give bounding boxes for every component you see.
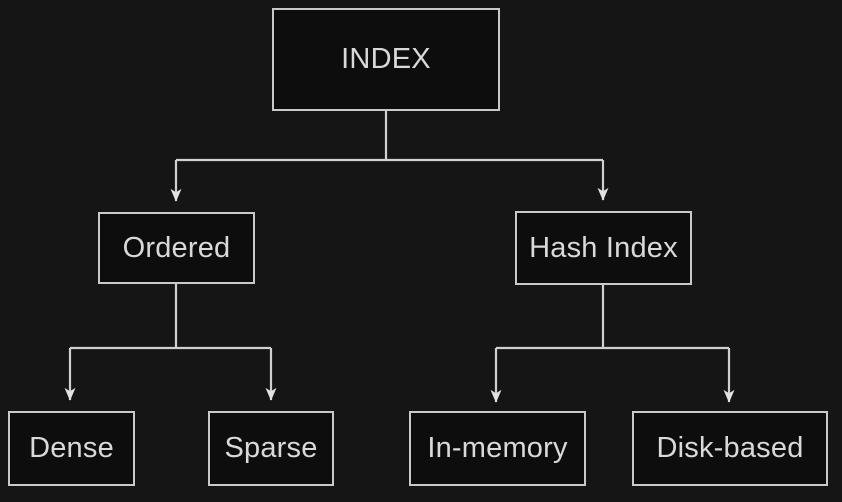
node-sparse-label: Sparse bbox=[224, 432, 318, 464]
node-dense[interactable]: Dense bbox=[8, 411, 135, 486]
node-hash-index-label: Hash Index bbox=[529, 231, 678, 264]
node-in-memory-label: In-memory bbox=[427, 432, 568, 464]
node-index[interactable]: INDEX bbox=[272, 8, 500, 111]
node-disk-based[interactable]: Disk-based bbox=[632, 411, 828, 486]
node-hash-index[interactable]: Hash Index bbox=[515, 211, 692, 285]
node-ordered-label: Ordered bbox=[122, 231, 231, 264]
node-dense-label: Dense bbox=[29, 432, 114, 464]
node-sparse[interactable]: Sparse bbox=[208, 411, 334, 486]
node-disk-based-label: Disk-based bbox=[656, 432, 804, 464]
node-in-memory[interactable]: In-memory bbox=[409, 411, 586, 486]
node-ordered[interactable]: Ordered bbox=[98, 212, 255, 284]
node-index-label: INDEX bbox=[341, 43, 431, 75]
